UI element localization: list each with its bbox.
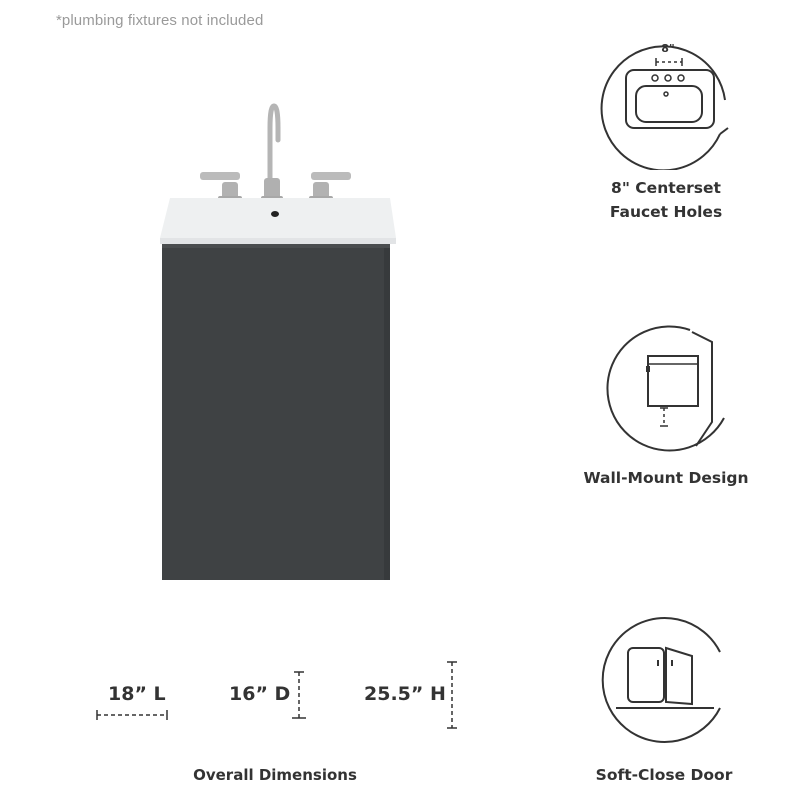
sink-top [160, 198, 396, 238]
faucet-spout [267, 103, 281, 199]
faucet-right-handle [313, 182, 329, 200]
soft-close-door-icon [601, 617, 721, 743]
faucet-holes-icon: 8" [600, 42, 729, 170]
feature-label-line: Wall-Mount Design [583, 469, 749, 487]
length-arrow-icon [96, 710, 168, 720]
feature-label-soft-close: Soft-Close Door [544, 763, 784, 787]
height-arrow-icon [447, 661, 457, 729]
plumbing-note: *plumbing fixtures not included [56, 12, 264, 29]
vanity-product-image [160, 103, 396, 580]
wall-mount-icon [606, 325, 725, 452]
feature-label-line: Faucet Holes [609, 203, 723, 221]
faucet-base [264, 178, 280, 200]
feature-label-faucet-holes: 8" Centerset Faucet Holes [546, 176, 786, 224]
depth-arrow-icon [292, 671, 306, 719]
overall-dimensions-caption: Overall Dimensions [193, 766, 357, 784]
dimension-length: 18” L [108, 683, 166, 705]
faucet-holes-icon-label: 8" [661, 42, 674, 55]
dimension-depth: 16” D [229, 683, 291, 705]
drain-hole [271, 211, 279, 217]
faucet-left-handle [222, 182, 238, 200]
feature-label-line: Soft-Close Door [595, 766, 733, 784]
feature-label-wall-mount: Wall-Mount Design [546, 466, 786, 490]
cabinet-body [162, 244, 390, 580]
feature-label-line: 8" Centerset [611, 179, 721, 197]
dimension-height: 25.5” H [364, 683, 446, 705]
